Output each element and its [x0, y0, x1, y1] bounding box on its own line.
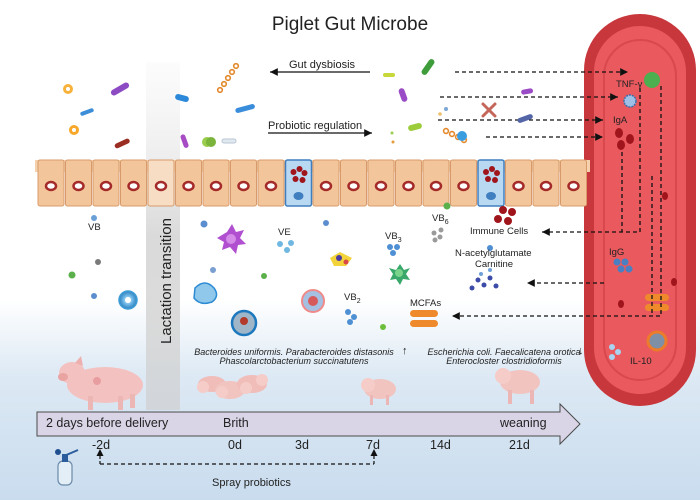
cell-nucleus — [319, 180, 333, 192]
goblet-granule — [301, 170, 308, 176]
tick-7d: 7d — [366, 438, 380, 452]
cell-nucleus — [429, 180, 443, 192]
vb6-sub: 6 — [444, 218, 449, 226]
epithelium — [35, 159, 590, 207]
spray-probiotics-label: Spray probiotics — [212, 477, 291, 489]
il10-label: IL-10 — [630, 356, 652, 367]
pig-weaning — [495, 368, 540, 404]
cell-nucleus — [402, 180, 415, 192]
tick-14d: 14d — [430, 438, 451, 452]
goblet-nucleus — [486, 192, 496, 200]
timeline-weaning-label: weaning — [500, 416, 547, 430]
tnf-label: TNF-γ — [616, 79, 643, 90]
goblet-granule — [492, 177, 498, 183]
vb-label: VB — [88, 222, 101, 233]
cell-nucleus — [457, 180, 470, 192]
lactation-transition-label: Lactation transition — [158, 218, 175, 344]
immune-cells-label: Immune Cells — [470, 226, 529, 237]
tick-0d: 0d — [228, 438, 242, 452]
igg-label: IgG — [609, 247, 625, 258]
vb2-text: VB — [344, 292, 357, 303]
pig-week — [361, 378, 396, 405]
sprayer-icon — [55, 449, 79, 486]
goblet-granule — [290, 169, 297, 175]
timeline-start-label: 2 days before delivery — [46, 416, 169, 430]
vb2-label: VB2 — [344, 292, 361, 305]
goblet-granule — [489, 166, 495, 172]
cell-nucleus — [44, 180, 58, 192]
vb6-text: VB — [432, 213, 445, 224]
cell-nucleus — [539, 180, 553, 192]
cell-nucleus — [182, 180, 195, 192]
cell-nucleus — [374, 180, 388, 192]
signal-arrows — [438, 68, 662, 320]
goblet-granule — [485, 176, 491, 182]
cell-nucleus — [99, 180, 113, 192]
tick-minus-2d: -2d — [92, 438, 111, 452]
vb3-text: VB — [385, 231, 398, 242]
iga-label: IgA — [613, 115, 628, 126]
pig-sow — [58, 356, 143, 410]
timeline-arrow — [36, 402, 581, 446]
lactation-band — [146, 62, 180, 410]
cell-nucleus — [209, 180, 223, 192]
vb2-sub: 2 — [356, 297, 361, 305]
goblet-granule — [299, 177, 306, 183]
bacteria-increase-line2: Phascolarctobacterium succinatutens — [219, 356, 369, 366]
decrease-arrow: ↓ — [578, 345, 584, 357]
lower-lumen — [68, 202, 516, 337]
vb3-sub: 3 — [397, 236, 402, 244]
tick-3d: 3d — [295, 438, 309, 452]
spray-bracket — [96, 449, 378, 465]
cell-nucleus — [127, 180, 140, 192]
timeline-birth-label: Brith — [223, 416, 249, 430]
tick-21d: 21d — [509, 438, 530, 452]
goblet-granule — [296, 166, 303, 172]
gut-dysbiosis-label: Gut dysbiosis — [289, 59, 356, 71]
cell-nucleus — [512, 180, 525, 192]
cell-nucleus — [237, 180, 250, 192]
metabolite-label-1: N-acetylglutamate — [455, 248, 532, 259]
cell-nucleus — [264, 180, 278, 192]
pig-litter — [197, 374, 268, 399]
increase-arrow: ↑ — [402, 345, 408, 357]
diagram-title: Piglet Gut Microbe — [271, 14, 429, 35]
bacteria-decrease-line2: Enterocloster clostridioformis — [446, 356, 562, 366]
bacteria-increase-line1: Bacteroides uniformis. Parabacteroides d… — [194, 347, 394, 357]
probiotic-regulation-label: Probiotic regulation — [268, 120, 363, 132]
lumen-microbes — [61, 59, 534, 149]
cell-nucleus — [567, 180, 580, 192]
goblet-granule — [483, 169, 489, 175]
vb3-label: VB3 — [385, 231, 402, 244]
cell-nucleus — [347, 180, 360, 192]
vb6-label: VB6 — [432, 213, 449, 226]
cell-nucleus — [154, 180, 168, 192]
mcfas-label: MCFAs — [410, 298, 442, 309]
goblet-nucleus — [293, 192, 304, 200]
bacteria-decrease-line1: Escherichia coli. Faecalicatena orotica — [427, 347, 581, 357]
metabolite-label-2: Carnitine — [475, 259, 514, 270]
goblet-granule — [292, 176, 299, 182]
goblet-granule — [494, 170, 500, 176]
ve-label: VE — [278, 227, 291, 238]
cell-nucleus — [72, 180, 85, 192]
